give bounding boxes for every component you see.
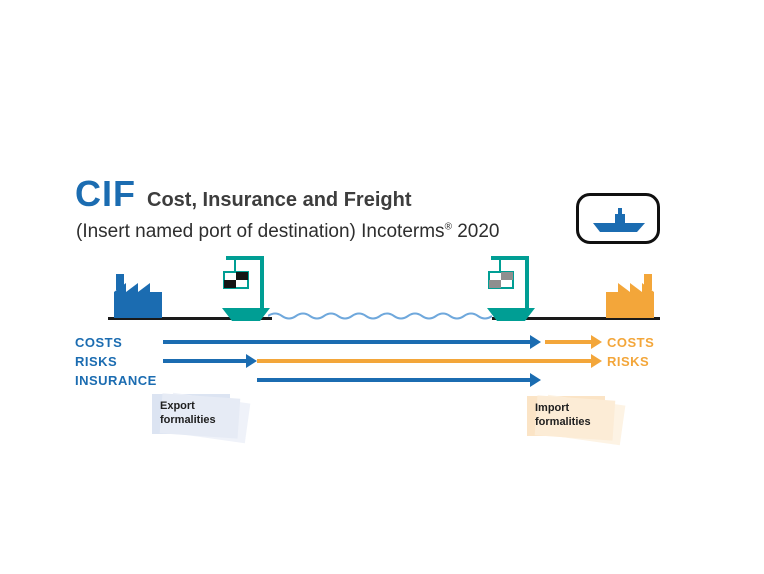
risks-label-right: RISKS xyxy=(607,354,650,369)
costs-arrowhead xyxy=(591,335,602,349)
title-row: CIF Cost, Insurance and Freight xyxy=(75,176,411,212)
costs-arrow-segment xyxy=(163,340,530,344)
ground-line-seller-side xyxy=(108,317,272,320)
import-formalities-note: Import formalities xyxy=(527,396,605,436)
factory-icon-seller xyxy=(114,274,162,318)
costs-label-left: COSTS xyxy=(75,335,123,350)
costs-arrowhead xyxy=(530,335,541,349)
costs-arrow-segment xyxy=(545,340,591,344)
port-crane-icon-destination xyxy=(487,256,535,321)
factory-icon-buyer xyxy=(606,274,654,318)
export-formalities-note: Export formalities xyxy=(152,394,230,434)
risks-arrowhead xyxy=(246,354,257,368)
ground-line-buyer-side xyxy=(492,317,660,320)
risks-label-left: RISKS xyxy=(75,354,118,369)
transport-mode-badge xyxy=(576,193,660,244)
risks-arrow-segment xyxy=(257,359,591,363)
risks-arrowhead xyxy=(591,354,602,368)
subtitle-text: (Insert named port of destination) Incot… xyxy=(76,221,445,242)
incoterm-name: Cost, Insurance and Freight xyxy=(147,189,412,211)
ship-icon xyxy=(593,207,645,232)
export-formalities-label: Export formalities xyxy=(160,400,216,426)
incoterm-subtitle: (Insert named port of destination) Incot… xyxy=(76,221,499,243)
subtitle-year: 2020 xyxy=(451,221,500,242)
insurance-arrow-segment xyxy=(257,378,530,382)
waves-icon xyxy=(268,312,492,320)
insurance-arrowhead xyxy=(530,373,541,387)
insurance-label-left: INSURANCE xyxy=(75,373,157,388)
port-crane-icon-origin xyxy=(222,256,270,321)
registered-mark: ® xyxy=(444,221,452,233)
import-formalities-label: Import formalities xyxy=(535,402,591,428)
costs-label-right: COSTS xyxy=(607,335,655,350)
risks-arrow-segment xyxy=(163,359,246,363)
incoterm-acronym: CIF xyxy=(75,173,136,214)
